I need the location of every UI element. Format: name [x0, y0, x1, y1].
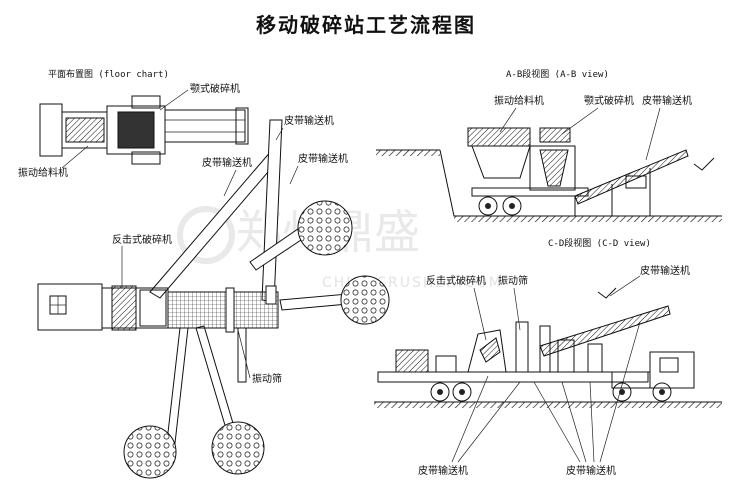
- watermark-logo: [177, 206, 235, 264]
- cd-belt-conveyor-incline: [539, 305, 671, 357]
- label-cd-belt-conveyor-bottom-right: 皮带输送机: [566, 464, 616, 477]
- label-ab-vibrating-feeder: 振动给料机: [494, 94, 544, 107]
- floor-plan: 平面布置图 (floor chart) 颚式破碎机 振动给料机: [18, 68, 390, 479]
- fp-belt-conveyor-5: [165, 327, 189, 453]
- diagram-title: 移动破碎站工艺流程图: [256, 13, 476, 37]
- cd-view: C-D段视图 (C-D view) 反击式破碎机 振动筛 皮带输送机: [374, 237, 722, 477]
- cd-view-heading: C-D段视图 (C-D view): [548, 237, 651, 249]
- floor-plan-impact-unit: [37, 283, 279, 333]
- label-cd-belt-conveyor-top: 皮带输送机: [640, 264, 690, 277]
- ab-belt-conveyor: [574, 149, 689, 205]
- cd-trailer-chassis: [377, 371, 649, 383]
- label-fp-jaw-crusher: 颚式破碎机: [190, 82, 240, 95]
- floor-plan-heading: 平面布置图 (floor chart): [48, 68, 169, 80]
- fp-stockpile-4: [211, 421, 265, 475]
- fp-stockpile-1: [297, 200, 353, 256]
- ab-view-heading: A-B段视图 (A-B view): [506, 68, 609, 80]
- label-cd-belt-conveyor-bottom-left: 皮带输送机: [418, 464, 468, 477]
- fp-stockpile-3: [123, 425, 177, 479]
- floor-plan-jaw-unit: [39, 95, 249, 165]
- cd-truck-cab: [649, 351, 695, 389]
- label-fp-vibrating-feeder: 振动给料机: [18, 166, 68, 179]
- fp-vibrating-screen: [167, 291, 279, 329]
- label-fp-belt-conveyor-top: 皮带输送机: [284, 114, 334, 127]
- label-fp-impact-crusher: 反击式破碎机: [112, 233, 172, 246]
- label-cd-impact-crusher: 反击式破碎机: [426, 274, 486, 287]
- fp-belt-conveyor-4: [279, 293, 349, 311]
- ab-feeder-hopper: [467, 127, 531, 147]
- label-fp-belt-conveyor-right: 皮带输送机: [298, 152, 348, 165]
- label-ab-jaw-crusher: 颚式破碎机: [584, 94, 634, 107]
- cd-impact-crusher: [467, 329, 507, 373]
- label-fp-belt-conveyor-mid: 皮带输送机: [202, 156, 252, 169]
- label-ab-belt-conveyor: 皮带输送机: [642, 94, 692, 107]
- label-cd-vibrating-screen: 振动筛: [498, 274, 528, 287]
- ab-view: A-B段视图 (A-B view) 振动给料机 颚式破碎机 皮带输送机: [376, 68, 722, 222]
- fp-stockpile-2: [340, 275, 390, 325]
- label-fp-vibrating-screen: 振动筛: [252, 372, 282, 385]
